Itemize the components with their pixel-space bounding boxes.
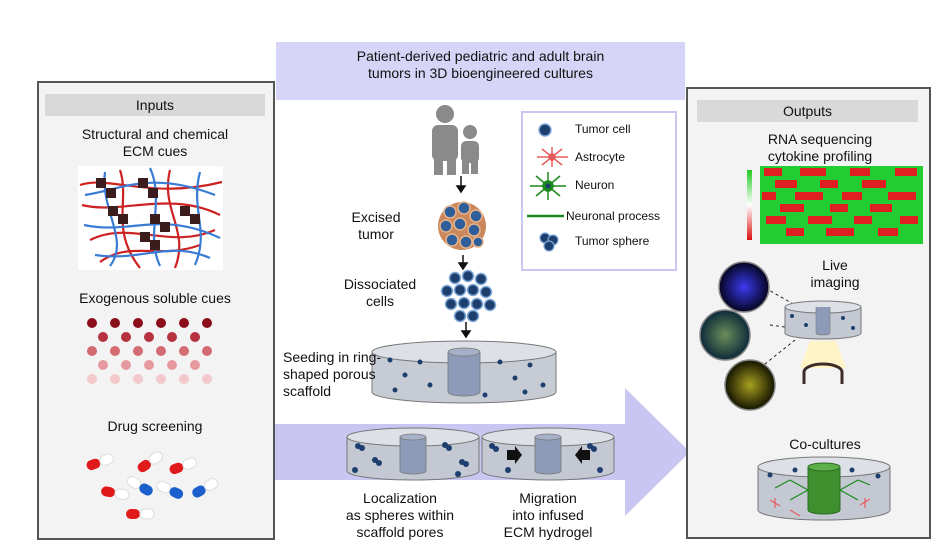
live-imaging-label: Live imaging <box>800 257 870 291</box>
seeding-line-3: scaffold <box>283 383 331 399</box>
localization-label: Localization as spheres within scaffold … <box>330 490 470 541</box>
rna-line-2: cytokine profiling <box>767 148 873 164</box>
live-line-2: imaging <box>810 274 860 290</box>
migration-line-2: into infused <box>512 507 584 523</box>
banner-line-1: Patient-derived pediatric and adult brai… <box>356 48 605 64</box>
dissociated-line-2: cells <box>365 293 394 309</box>
localization-line-2: as spheres within <box>345 507 455 523</box>
dissociated-cells-label: Dissociated cells <box>330 276 430 310</box>
legend-tumor-cell: Tumor cell <box>575 122 631 136</box>
localization-line-3: scaffold pores <box>356 524 444 540</box>
legend-neuronal-process: Neuronal process <box>566 209 661 223</box>
banner-title: Patient-derived pediatric and adult brai… <box>276 48 685 82</box>
dissociated-line-1: Dissociated <box>343 276 417 292</box>
migration-line-3: ECM hydrogel <box>503 524 593 540</box>
rna-seq-label: RNA sequencing cytokine profiling <box>730 131 910 165</box>
ecm-cues-line-1: Structural and chemical <box>81 126 229 142</box>
soluble-cues-label: Exogenous soluble cues <box>79 290 231 306</box>
ecm-cues-label: Structural and chemical ECM cues <box>45 126 265 160</box>
inputs-header: Inputs <box>45 94 265 116</box>
seeding-line-1: Seeding in ring- <box>283 349 382 365</box>
seeding-line-2: shaped porous <box>283 366 376 382</box>
process-arrow <box>272 388 690 516</box>
seeding-label: Seeding in ring- shaped porous scaffold <box>283 349 403 400</box>
legend-astrocyte: Astrocyte <box>575 150 626 164</box>
banner-box <box>276 42 685 100</box>
excised-line-2: tumor <box>358 226 394 242</box>
excised-line-1: Excised <box>351 209 401 225</box>
migration-label: Migration into infused ECM hydrogel <box>483 490 613 541</box>
drug-screening-label: Drug screening <box>107 418 203 434</box>
outputs-header: Outputs <box>697 100 918 122</box>
localization-line-1: Localization <box>363 490 437 506</box>
live-line-1: Live <box>822 257 848 273</box>
cocultures-label: Co-cultures <box>789 436 861 452</box>
rna-line-1: RNA sequencing <box>767 131 873 147</box>
banner-line-2: tumors in 3D bioengineered cultures <box>368 65 593 81</box>
ecm-cues-line-2: ECM cues <box>122 143 188 159</box>
legend-neuron: Neuron <box>575 178 615 192</box>
excised-tumor-label: Excised tumor <box>336 209 416 243</box>
legend-tumor-sphere: Tumor sphere <box>575 234 650 248</box>
migration-line-1: Migration <box>519 490 577 506</box>
